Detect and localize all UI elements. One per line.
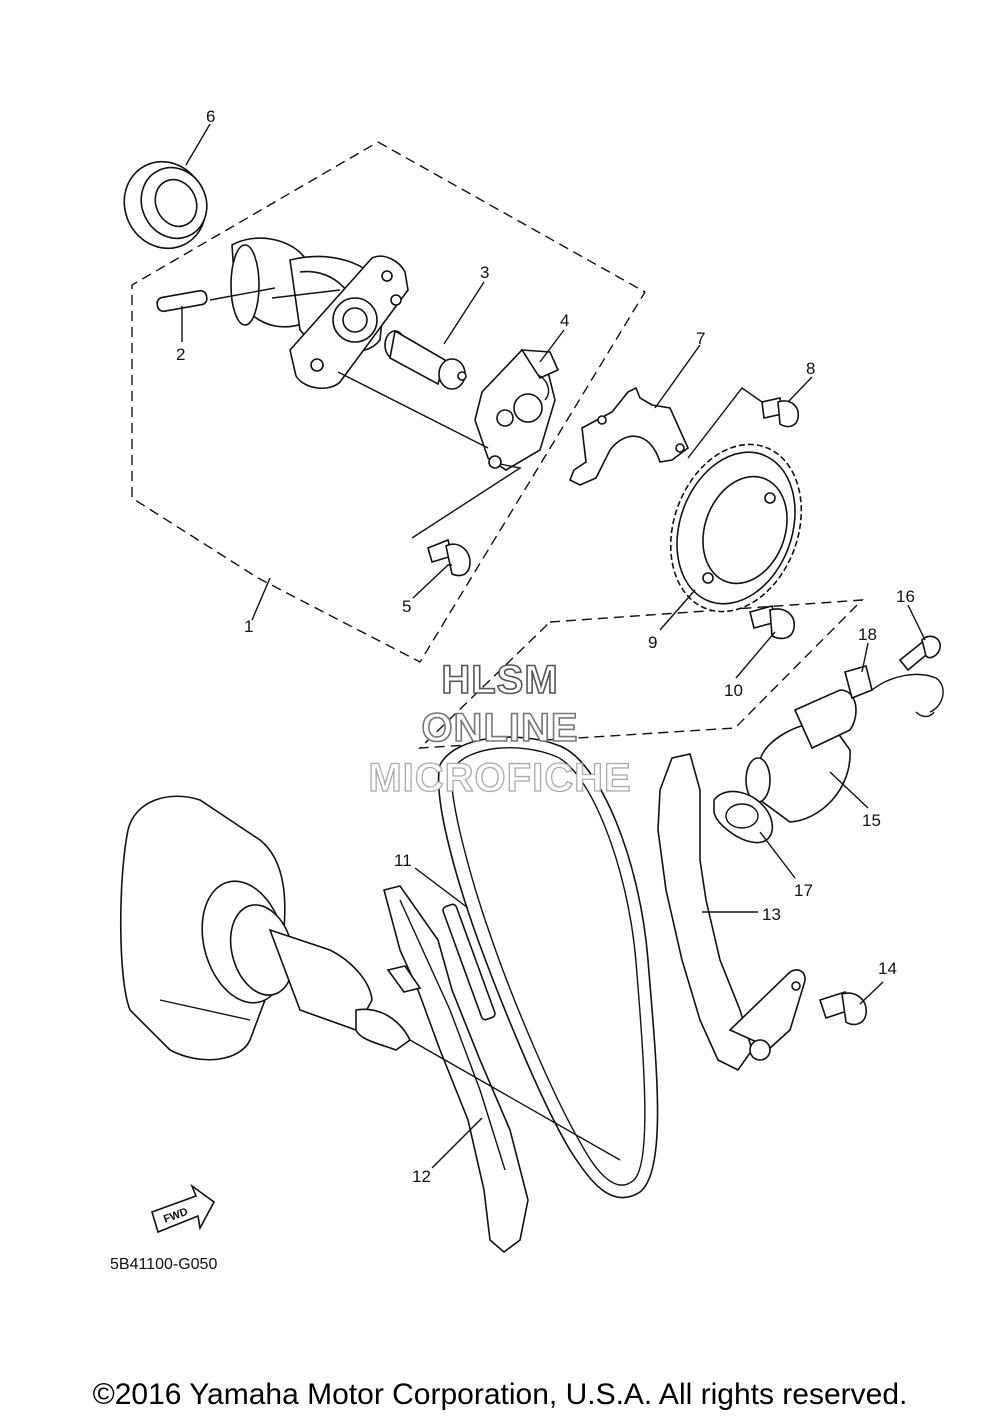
camshaft-assembly-boundary <box>131 141 646 663</box>
bolt-part-8[interactable] <box>761 397 800 428</box>
callout-2: 2 <box>176 345 185 364</box>
bolt-part-5[interactable] <box>427 538 471 577</box>
callout-17: 17 <box>794 881 813 900</box>
plate-part-7[interactable] <box>568 386 689 486</box>
bolt-part-16[interactable] <box>898 635 941 672</box>
decomp-lever-part-4[interactable] <box>474 349 560 471</box>
chain-guide-part-12[interactable] <box>383 885 529 1254</box>
sprocket-chain-boundary <box>418 599 864 749</box>
callout-11: 11 <box>394 851 412 870</box>
camshaft-bracket[interactable] <box>289 255 409 389</box>
bolt-part-10[interactable] <box>749 605 795 640</box>
cam-sprocket-part-9[interactable] <box>648 426 823 630</box>
leader-lines <box>181 123 926 1169</box>
callout-7: 7 <box>696 329 705 348</box>
callout-18: 18 <box>858 625 877 644</box>
exploded-parts-diagram: FWD 1 2 3 4 5 6 7 8 9 10 <box>110 107 944 1254</box>
diagram-code: 5B41100-G050 <box>110 1256 218 1273</box>
tensioner-part-15[interactable] <box>745 689 857 823</box>
fwd-arrow-icon: FWD <box>151 1183 216 1234</box>
callout-4: 4 <box>560 311 569 330</box>
pin-part-2[interactable] <box>156 289 208 313</box>
bearing-part-6[interactable] <box>110 148 220 262</box>
watermark-line-2: ONLINE <box>421 705 579 751</box>
callout-5: 5 <box>402 597 411 616</box>
copyright-notice: ©2016 Yamaha Motor Corporation, U.S.A. A… <box>92 1378 908 1411</box>
callout-9: 9 <box>648 633 657 652</box>
bolt-part-14[interactable] <box>818 990 867 1026</box>
watermark-line-3: MICROFICHE <box>368 755 632 800</box>
watermark-line-1: HLSM <box>441 657 559 703</box>
callout-12: 12 <box>412 1167 431 1186</box>
callout-14: 14 <box>878 959 897 978</box>
timing-chain-part-11[interactable] <box>437 736 659 1199</box>
gasket-part-17[interactable] <box>713 790 774 844</box>
callout-10: 10 <box>724 681 743 700</box>
crankshaft[interactable] <box>119 795 412 1061</box>
callout-13: 13 <box>762 905 781 924</box>
callout-15: 15 <box>862 811 881 830</box>
callout-16: 16 <box>896 587 915 606</box>
callout-numbers: 1 2 3 4 5 6 7 8 9 10 11 12 13 14 15 16 1… <box>176 107 915 1186</box>
callout-6: 6 <box>206 107 215 126</box>
callout-8: 8 <box>806 359 815 378</box>
decomp-shaft-part-3[interactable] <box>384 329 467 390</box>
callout-1: 1 <box>244 617 253 636</box>
cap-part-18[interactable] <box>844 665 944 718</box>
callout-3: 3 <box>480 263 489 282</box>
